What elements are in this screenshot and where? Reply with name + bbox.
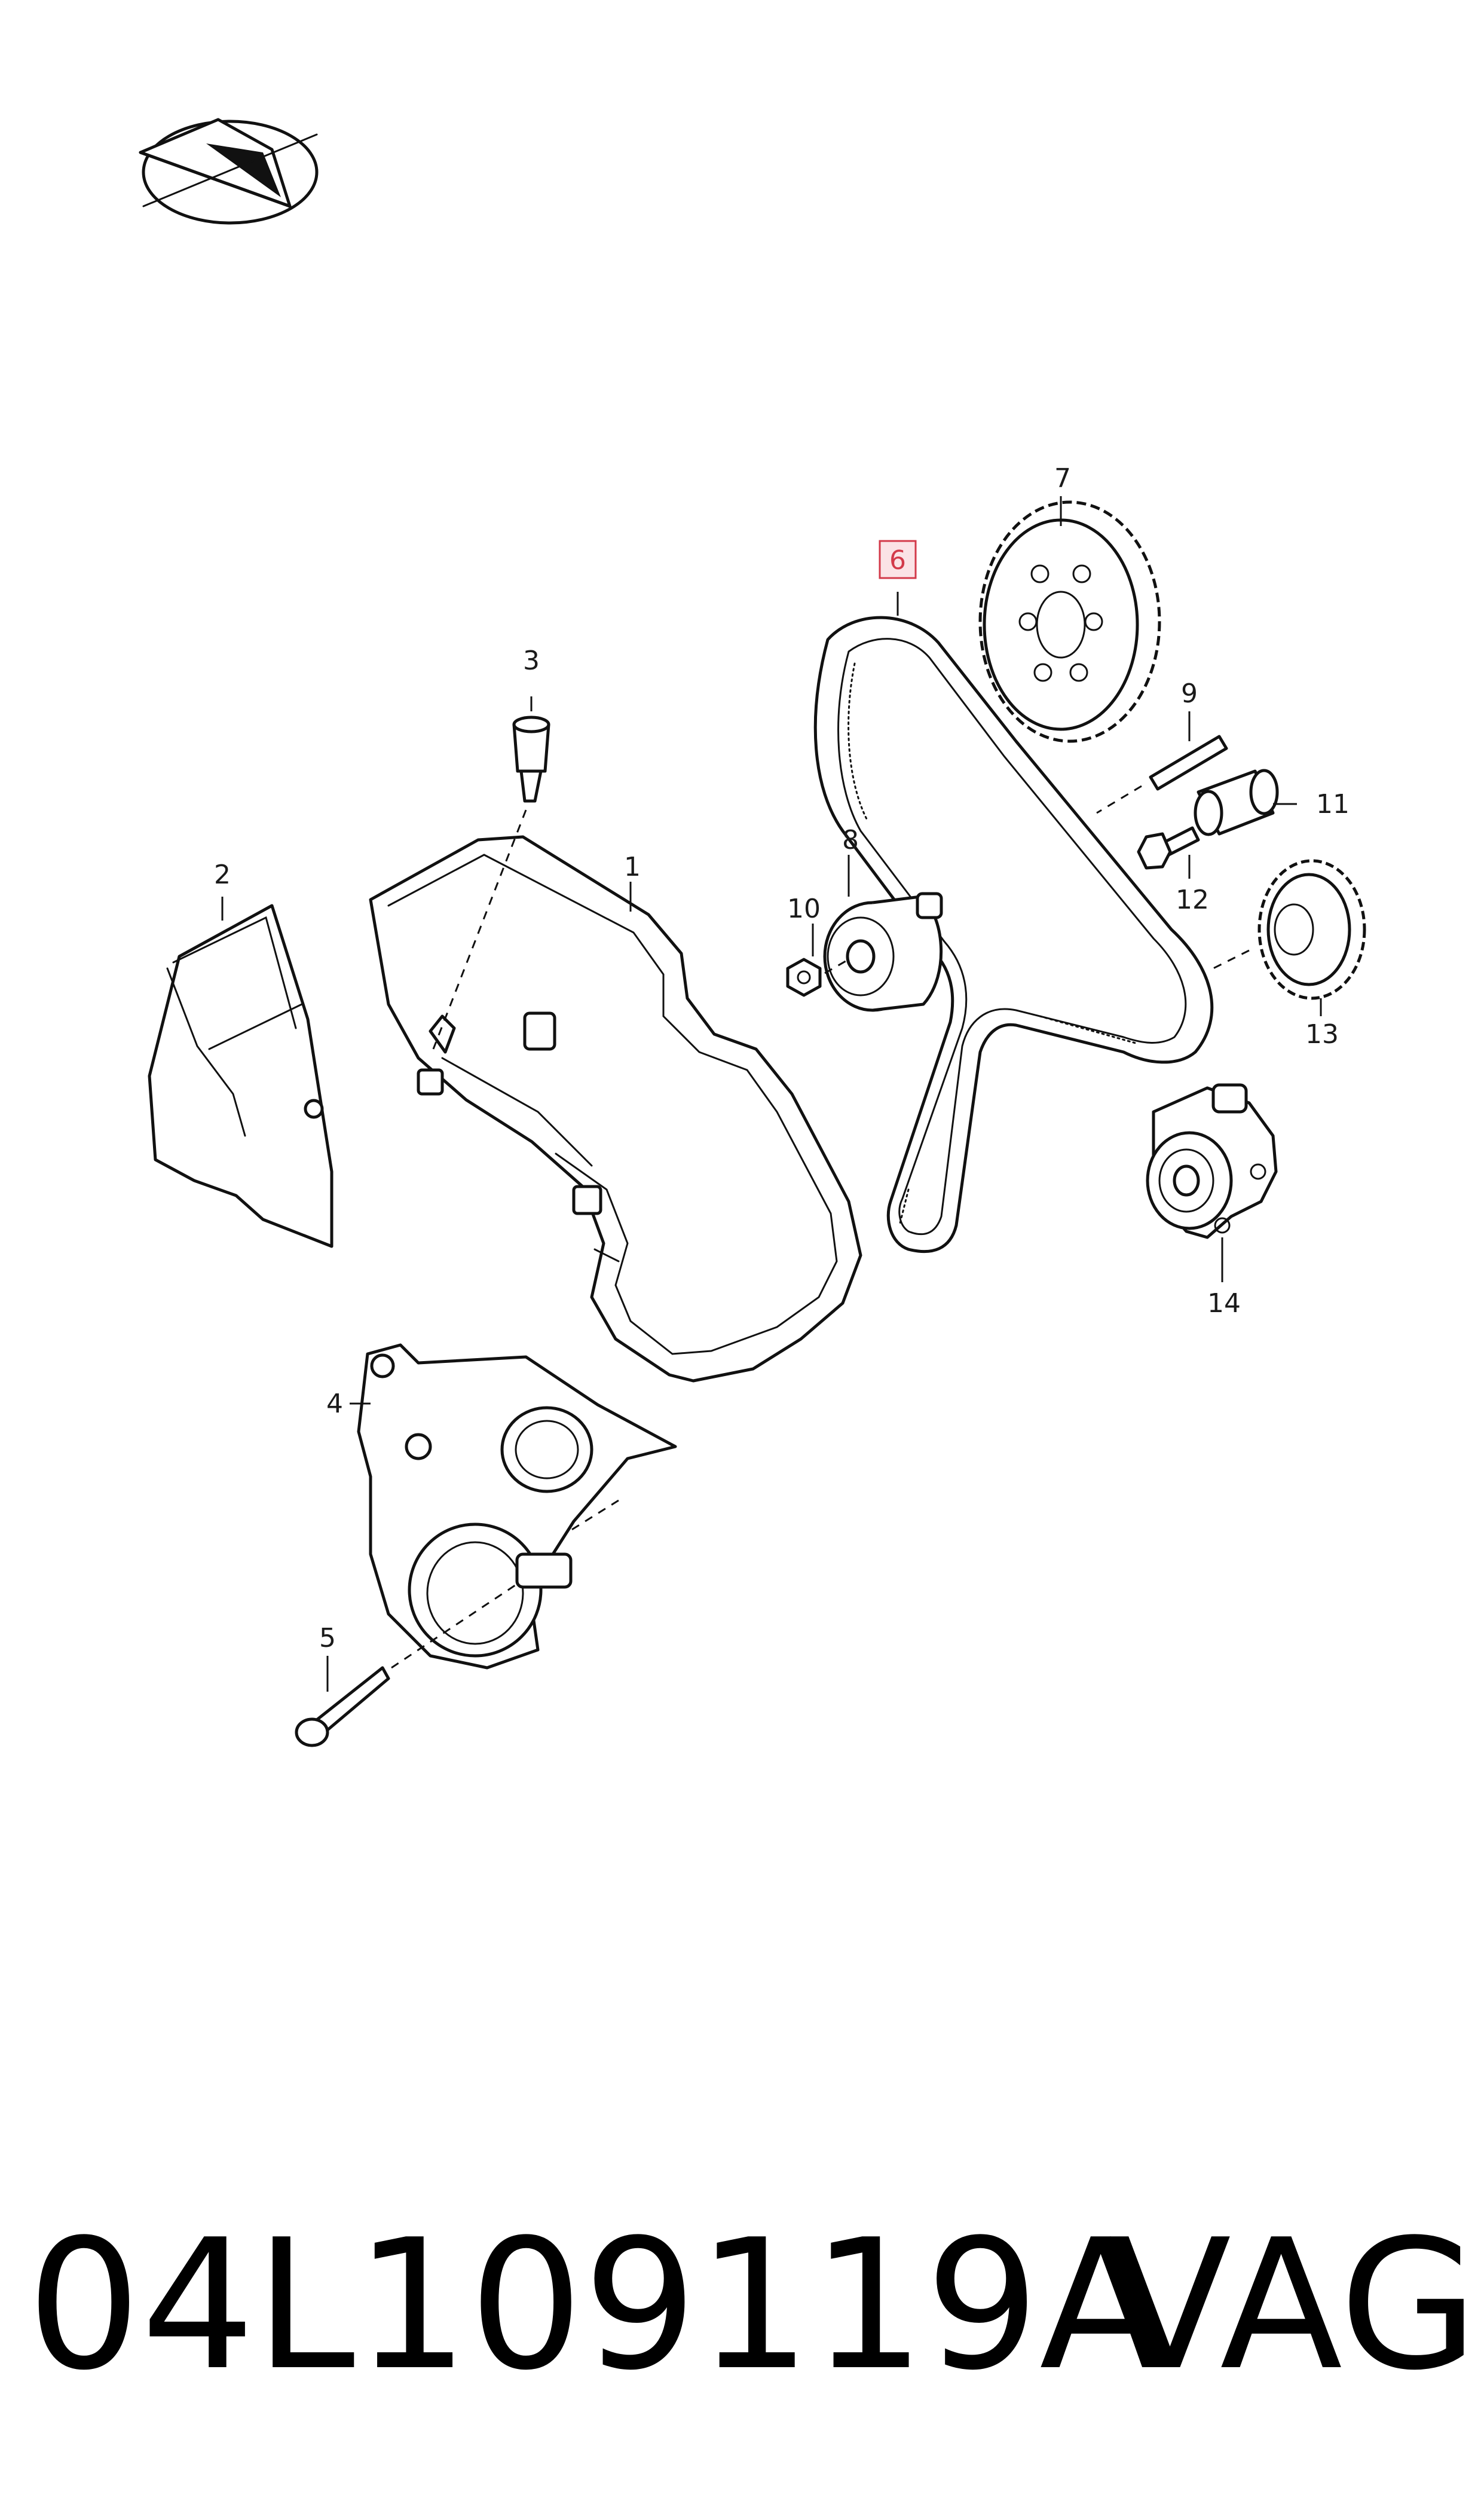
part-11-spacer-sleeve [1194, 769, 1279, 836]
callout-13: 13 [1305, 1019, 1339, 1050]
callout-9: 9 [1181, 678, 1198, 709]
part-5-bolt [295, 1583, 518, 1747]
callout-8: 8 [842, 825, 859, 855]
leader-lines [221, 496, 1322, 1692]
part-13-crankshaft-sprocket [1213, 859, 1366, 1000]
part-1-timing-cover [369, 835, 862, 1383]
callout-14: 14 [1207, 1288, 1241, 1319]
part-7-camshaft-sprocket [978, 500, 1161, 743]
part-2-upper-cover [148, 904, 333, 1248]
part-4-lower-bracket [357, 1343, 677, 1670]
part-number: 04L109119A [27, 2201, 1162, 2410]
callout-6: 6 [889, 545, 906, 576]
part-8-tensioner-roller [823, 892, 943, 1012]
part-14-coolant-pump [1146, 1083, 1278, 1239]
callout-1: 1 [624, 852, 641, 882]
callout-2: 2 [214, 860, 231, 890]
callout-5: 5 [319, 1623, 336, 1653]
part-12-bolt [1137, 826, 1200, 870]
callout-6-highlight-box [879, 540, 917, 579]
callout-labels: 1 2 3 4 5 6 7 8 9 10 11 12 13 14 [214, 463, 1350, 1653]
callout-4: 4 [326, 1389, 343, 1419]
part-3-bolt [432, 716, 550, 1050]
callout-10: 10 [787, 894, 821, 924]
part-10-nut [786, 958, 849, 997]
compass-logo-icon [139, 118, 319, 225]
callout-12: 12 [1176, 885, 1209, 915]
brand-name: VAG [1109, 2201, 1478, 2410]
callout-11: 11 [1316, 789, 1350, 820]
callout-3: 3 [523, 646, 540, 676]
callout-7: 7 [1054, 463, 1071, 494]
part-9-stud [1096, 735, 1228, 814]
